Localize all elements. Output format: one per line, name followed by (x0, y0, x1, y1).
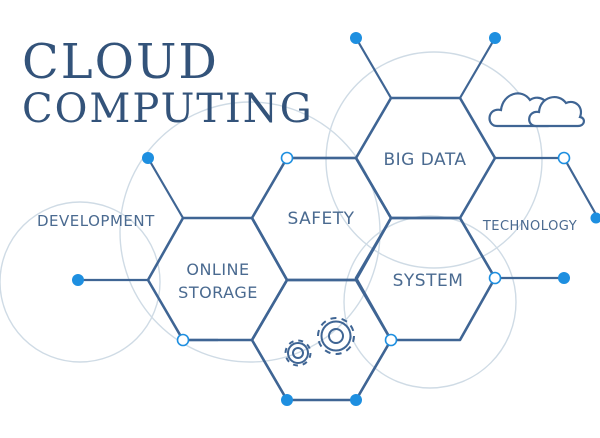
dot (350, 32, 362, 44)
dot (142, 152, 154, 164)
label-development: DEVELOPMENT (37, 212, 155, 230)
dot-hollow (488, 271, 502, 285)
gear-icon (284, 317, 355, 367)
label-safety: SAFETY (287, 209, 354, 229)
connector-line (459, 37, 496, 99)
hexagon-grid (146, 96, 497, 402)
hex-online-storage (146, 216, 289, 342)
cloud-icon (488, 92, 585, 128)
connector-line (495, 156, 599, 219)
title-line1: CLOUD (22, 34, 219, 90)
circle-big-data (325, 51, 543, 269)
title-line2: COMPUTING (22, 86, 314, 132)
dot (558, 272, 570, 284)
connector-line (147, 157, 184, 219)
dot (72, 274, 84, 286)
dot (590, 212, 600, 224)
label-online: ONLINE (186, 260, 249, 279)
dot (350, 394, 362, 406)
dot (281, 394, 293, 406)
label-big-data: BIG DATA (383, 150, 466, 170)
dot (489, 32, 501, 44)
hex-system (354, 216, 497, 342)
connector-line (355, 37, 392, 99)
label-system: SYSTEM (393, 271, 464, 291)
label-technology: TECHNOLOGY (482, 219, 577, 234)
dot-hollow (280, 151, 294, 165)
dot-hollow (384, 333, 398, 347)
dot-hollow (176, 333, 190, 347)
circle-development (0, 201, 161, 363)
endpoint-dots (72, 32, 600, 406)
background-circles (0, 51, 543, 389)
label-storage: STORAGE (178, 283, 258, 302)
dot-hollow (557, 151, 571, 165)
circle-system (343, 215, 517, 389)
